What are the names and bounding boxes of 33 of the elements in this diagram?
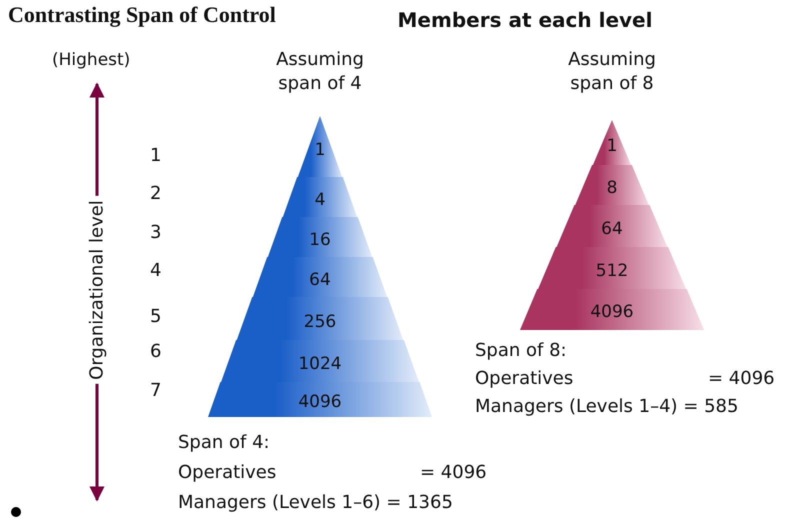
summary-value: = 4096 (420, 462, 487, 483)
pyramid-tier: 256 (236, 297, 404, 342)
summary-text: Managers (Levels 1–4) = 585 (475, 396, 738, 417)
pyramid-tier: 4096 (520, 289, 704, 330)
summary-heading: Span of 4: (178, 432, 270, 453)
pyramid-tier: 4 (282, 177, 358, 219)
summary-text: Managers (Levels 1–6) = 1365 (178, 492, 453, 513)
chart-heading: Members at each level (396, 8, 654, 32)
level-number: 7 (150, 380, 162, 401)
page-title: Contrasting Span of Control (8, 2, 276, 28)
pyramid-tier: 512 (537, 247, 687, 291)
pyramid-tier: 1024 (220, 340, 420, 384)
level-number: 6 (150, 341, 162, 362)
level-number: 4 (150, 260, 162, 281)
level-number: 1 (150, 145, 162, 166)
level-number: 3 (150, 222, 162, 243)
summary-row-label: Operatives (475, 368, 574, 389)
axis-end-label: (Highest) (52, 50, 130, 70)
pyramid-tier: 64 (556, 205, 668, 249)
pyramid-tier: 1 (592, 120, 632, 167)
pyramid-tier: 1 (297, 116, 343, 179)
pyramid-tier: 16 (267, 217, 373, 259)
pyramid-tier: 64 (252, 257, 388, 299)
pyramid-tier: 4096 (208, 382, 432, 417)
level-number: 2 (150, 183, 162, 204)
summary-value: = 4096 (708, 368, 775, 389)
level-number: 5 (150, 306, 162, 327)
pyramid-tier: 8 (574, 165, 650, 207)
summary-heading: Span of 8: (475, 340, 567, 361)
axis-label: Organizational level (86, 196, 108, 384)
pyramid-heading: Assuming span of 8 (567, 48, 657, 96)
summary-row-label: Operatives (178, 462, 276, 483)
pyramid-heading: Assuming span of 4 (275, 48, 365, 96)
